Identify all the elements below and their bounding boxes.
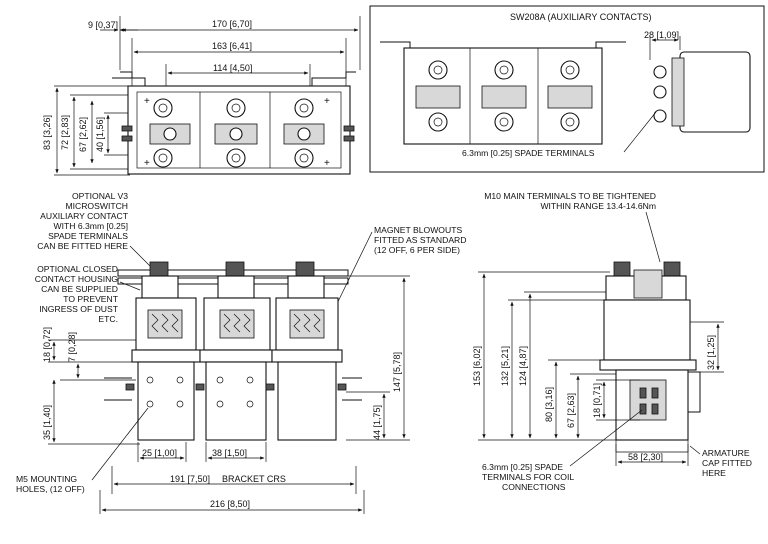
front-dim-44-label: 44 [1,75] <box>372 405 382 440</box>
svg-text:M10 MAIN TERMINALS TO BE TIGHT: M10 MAIN TERMINALS TO BE TIGHTENED <box>484 191 656 201</box>
dim-163-label: 163 [6,41] <box>212 41 252 51</box>
top-view: 9 [0,37] 170 [6,70] 163 [6,41] 114 [4,50… <box>42 16 361 176</box>
svg-text:CONTACT HOUSING: CONTACT HOUSING <box>35 274 119 284</box>
side-dim-67-label: 67 [2,63] <box>566 393 576 428</box>
front-dim-35-label: 35 [1,40] <box>42 405 52 440</box>
aux-frame <box>369 5 765 173</box>
front-contactor-3 <box>271 261 343 441</box>
svg-text:(12 OFF, 6 PER SIDE): (12 OFF, 6 PER SIDE) <box>374 245 460 255</box>
svg-text:6.3mm [0.25] SPADE: 6.3mm [0.25] SPADE <box>482 462 563 472</box>
svg-text:+: + <box>144 158 150 169</box>
svg-text:HOLES, (12 OFF): HOLES, (12 OFF) <box>16 484 85 494</box>
svg-text:CONNECTIONS: CONNECTIONS <box>502 482 566 492</box>
dim-72-label: 72 [2,83] <box>60 115 70 150</box>
svg-text:TERMINALS FOR COIL: TERMINALS FOR COIL <box>482 472 574 482</box>
svg-text:ARMATURE: ARMATURE <box>702 448 750 458</box>
front-view: OPTIONAL V3 MICROSWITCH AUXILIARY CONTAC… <box>16 191 466 514</box>
svg-text:SPADE TERMINALS: SPADE TERMINALS <box>48 231 128 241</box>
dim-9-label: 9 [0,37] <box>88 20 118 30</box>
svg-text:CAN BE FITTED HERE: CAN BE FITTED HERE <box>37 241 128 251</box>
side-dim-18-label: 18 [0,71] <box>592 383 602 418</box>
front-dim-7-label: 7 [0,28] <box>67 332 77 362</box>
front-bracket-crs-label: BRACKET CRS <box>222 474 286 484</box>
dim-67-label: 67 [2,62] <box>78 117 88 152</box>
svg-text:FITTED AS STANDARD: FITTED AS STANDARD <box>374 235 466 245</box>
svg-text:CAN BE SUPPLIED: CAN BE SUPPLIED <box>41 284 118 294</box>
front-dim-25-label: 25 [1,00] <box>142 448 177 458</box>
svg-text:WITHIN RANGE 13.4-14.6Nm: WITHIN RANGE 13.4-14.6Nm <box>540 201 656 211</box>
front-contactor-1 <box>131 261 201 441</box>
svg-text:+: + <box>144 96 150 107</box>
front-dim-18-label: 18 [0,72] <box>42 327 52 362</box>
svg-text:HERE: HERE <box>702 468 726 478</box>
note-m5-holes: M5 MOUNTING HOLES, (12 OFF) <box>16 474 85 494</box>
svg-text:INGRESS OF DUST: INGRESS OF DUST <box>39 304 119 314</box>
dim-170-label: 170 [6,70] <box>212 19 252 29</box>
note-v3-microswitch: OPTIONAL V3 MICROSWITCH AUXILIARY CONTAC… <box>37 191 128 251</box>
front-contactor-2 <box>199 261 273 441</box>
dim-114-label: 114 [4,50] <box>213 63 252 73</box>
note-magnet-blowouts: MAGNET BLOWOUTS FITTED AS STANDARD (12 O… <box>374 225 466 255</box>
aux-title: SW208A (AUXILIARY CONTACTS) <box>510 12 652 22</box>
note-armature-cap: ARMATURE CAP FITTED HERE <box>702 448 752 478</box>
svg-text:CAP FITTED: CAP FITTED <box>702 458 752 468</box>
note-coil-spade: 6.3mm [0.25] SPADE TERMINALS FOR COIL CO… <box>482 462 574 492</box>
side-dim-132-label: 132 [5,21] <box>500 346 510 386</box>
front-dim-191-label: 191 [7,50] <box>170 474 210 484</box>
svg-text:+: + <box>324 96 330 107</box>
side-dim-80-label: 80 [3,16] <box>544 387 554 422</box>
side-dim-32-label: 32 [1,25] <box>706 335 716 370</box>
front-dim-216-label: 216 [8,50] <box>210 499 250 509</box>
svg-text:WITH 6.3mm [0.25]: WITH 6.3mm [0.25] <box>54 221 129 231</box>
svg-text:AUXILIARY CONTACT: AUXILIARY CONTACT <box>40 211 129 221</box>
svg-text:+: + <box>324 158 330 169</box>
svg-text:MAGNET BLOWOUTS: MAGNET BLOWOUTS <box>374 225 462 235</box>
svg-text:OPTIONAL V3: OPTIONAL V3 <box>72 191 128 201</box>
front-dim-38-label: 38 [1,50] <box>212 448 247 458</box>
dim-40-label: 40 [1,56] <box>95 117 105 152</box>
aux-spade-note: 6.3mm [0.25] SPADE TERMINALS <box>462 148 595 158</box>
aux-dim-28-label: 28 [1,09] <box>644 30 679 40</box>
side-dim-58-label: 58 [2,30] <box>628 452 663 462</box>
front-dim-147-label: 147 [5,78] <box>392 352 402 392</box>
svg-text:TO PREVENT: TO PREVENT <box>63 294 119 304</box>
svg-text:M5 MOUNTING: M5 MOUNTING <box>16 474 77 484</box>
svg-text:MICROSWITCH: MICROSWITCH <box>65 201 128 211</box>
svg-text:OPTIONAL CLOSED: OPTIONAL CLOSED <box>37 264 118 274</box>
svg-text:ETC.: ETC. <box>98 314 118 324</box>
side-view: M10 MAIN TERMINALS TO BE TIGHTENED WITHI… <box>472 191 752 492</box>
note-m10-terminals: M10 MAIN TERMINALS TO BE TIGHTENED WITHI… <box>484 191 656 211</box>
side-dim-124-label: 124 [4,87] <box>518 346 528 386</box>
aux-contacts-view: SW208A (AUXILIARY CONTACTS) 28 [1,09] 6.… <box>369 5 765 173</box>
top-terminals: + + + + <box>121 96 355 169</box>
note-closed-housing: OPTIONAL CLOSED CONTACT HOUSING CAN BE S… <box>35 264 119 324</box>
side-dim-153-label: 153 [6,02] <box>472 346 482 386</box>
dim-83-label: 83 [3,26] <box>42 115 52 150</box>
